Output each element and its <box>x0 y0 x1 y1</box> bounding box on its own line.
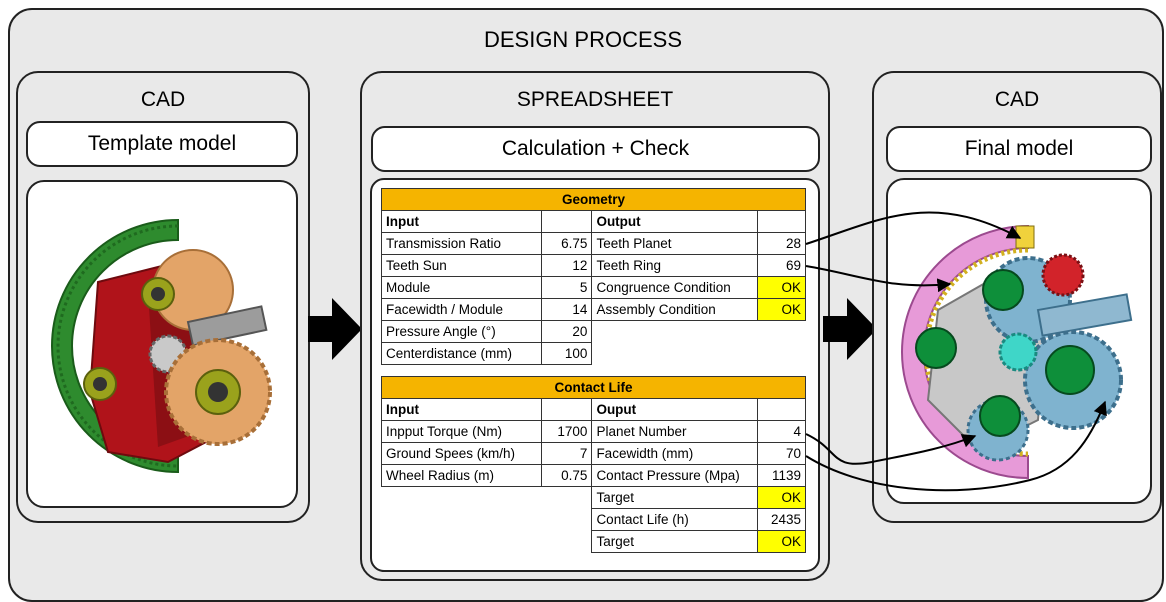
status-ok: OK <box>756 298 807 321</box>
input-value: 20 <box>541 320 593 343</box>
geometry-header: Geometry <box>381 188 806 211</box>
output-value: 28 <box>756 232 807 255</box>
status-ok: OK <box>756 276 807 299</box>
output-label: Contact Pressure (Mpa) <box>591 464 758 487</box>
diagram-title: DESIGN PROCESS <box>483 27 683 52</box>
ring-gear <box>51 218 179 474</box>
output-label: Contact Life (h) <box>591 508 758 531</box>
input-label: Module <box>380 276 543 299</box>
contact-life-header: Contact Life <box>381 376 806 399</box>
output-value: 4 <box>756 420 807 443</box>
input-value: 1700 <box>541 420 593 443</box>
status-ok: OK <box>756 530 807 553</box>
geometry-table: Geometry Input Output Transmission Ratio… <box>380 188 807 365</box>
template-model-view <box>26 180 298 508</box>
template-gear-model <box>51 218 272 474</box>
input-label: Pressure Angle (°) <box>380 320 543 343</box>
input-label: Centerdistance (mm) <box>380 342 543 365</box>
contact-output-label: Ouput <box>591 398 758 421</box>
input-label: Facewidth / Module <box>380 298 543 321</box>
input-value: 7 <box>541 442 593 465</box>
input-value: 12 <box>541 254 593 277</box>
output-label: Teeth Ring <box>591 254 758 277</box>
arrow-right-icon <box>823 298 877 360</box>
output-label: Facewidth (mm) <box>591 442 758 465</box>
final-gear-model <box>901 224 1133 480</box>
input-value: 100 <box>541 342 593 365</box>
output-label: Congruence Condition <box>591 276 758 299</box>
output-label: Teeth Planet <box>591 232 758 255</box>
output-value: 69 <box>756 254 807 277</box>
input-value: 0.75 <box>541 464 593 487</box>
arrow-right-icon <box>308 298 362 360</box>
final-model-label: Final model <box>886 126 1152 172</box>
output-label: Target <box>591 486 758 509</box>
input-label: Ground Spees (km/h) <box>380 442 543 465</box>
geometry-output-label: Output <box>591 210 758 233</box>
calculation-check-label: Calculation + Check <box>371 126 820 172</box>
template-model-label: Template model <box>26 121 298 167</box>
input-label: Teeth Sun <box>380 254 543 277</box>
input-value: 14 <box>541 298 593 321</box>
output-label: Planet Number <box>591 420 758 443</box>
final-model-view <box>886 178 1152 504</box>
input-label: Wheel Radius (m) <box>380 464 543 487</box>
spreadsheet-title: SPREADSHEET <box>516 88 674 111</box>
output-label: Assembly Condition <box>591 298 758 321</box>
input-value: 5 <box>541 276 593 299</box>
input-value: 6.75 <box>541 232 593 255</box>
input-label: Inpput Torque (Nm) <box>380 420 543 443</box>
input-label: Transmission Ratio <box>380 232 543 255</box>
contact-life-table: Contact Life Input Ouput Inpput Torque (… <box>380 376 807 553</box>
output-value: 2435 <box>756 508 807 531</box>
geometry-input-label: Input <box>380 210 543 233</box>
template-cad-title: CAD <box>140 88 186 111</box>
output-label: Target <box>591 530 758 553</box>
final-cad-title: CAD <box>994 88 1040 111</box>
output-value: 1139 <box>756 464 807 487</box>
contact-input-label: Input <box>380 398 543 421</box>
output-value: 70 <box>756 442 807 465</box>
status-ok: OK <box>756 486 807 509</box>
